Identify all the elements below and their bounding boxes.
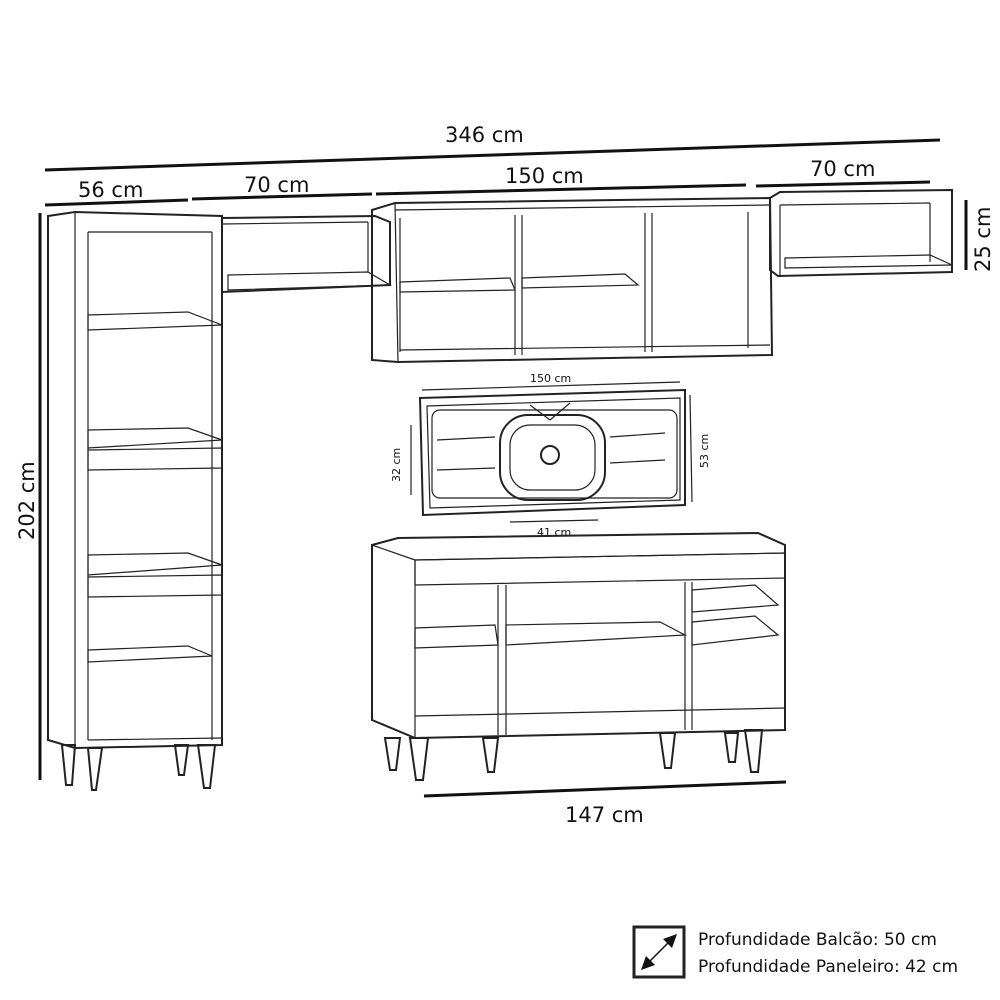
bowl-width-label: 41 cm [537,526,571,539]
upper-right-height-label: 25 cm [971,207,995,272]
base-cabinet [371,531,786,781]
base-width-label: 147 cm [565,803,644,827]
upper-center-cabinet [371,196,774,364]
tower-height-label: 202 cm [15,461,39,540]
depth-legend: Profundidade Balcão: 50 cm Profundidade … [632,925,958,979]
diagonal-double-arrow-icon [632,925,686,979]
bowl-depth-label: 32 cm [390,448,403,482]
upper-left-cabinet [221,214,393,294]
upper-left-width-label: 70 cm [244,173,309,197]
base-width-line [423,780,787,798]
depth-base-text: Profundidade Balcão: 50 cm [698,930,937,950]
tower-cabinet [47,210,223,791]
depth-tower-text: Profundidade Paneleiro: 42 cm [698,957,958,977]
upper-center-width-line [375,183,747,196]
tower-width-label: 56 cm [78,178,143,202]
upper-right-width-line [755,180,931,188]
total-width-label: 346 cm [445,123,524,147]
total-width-line [44,138,941,172]
sink-width-label: 150 cm [530,372,571,385]
upper-right-width-label: 70 cm [810,157,875,181]
sink-top-view: 150 cm 53 cm 32 cm 41 cm [390,372,711,539]
tower-width-line [44,198,189,207]
upper-right-cabinet [769,188,953,278]
upper-left-width-line [191,192,373,201]
sink-depth-label: 53 cm [698,434,711,468]
upper-center-width-label: 150 cm [505,164,584,188]
